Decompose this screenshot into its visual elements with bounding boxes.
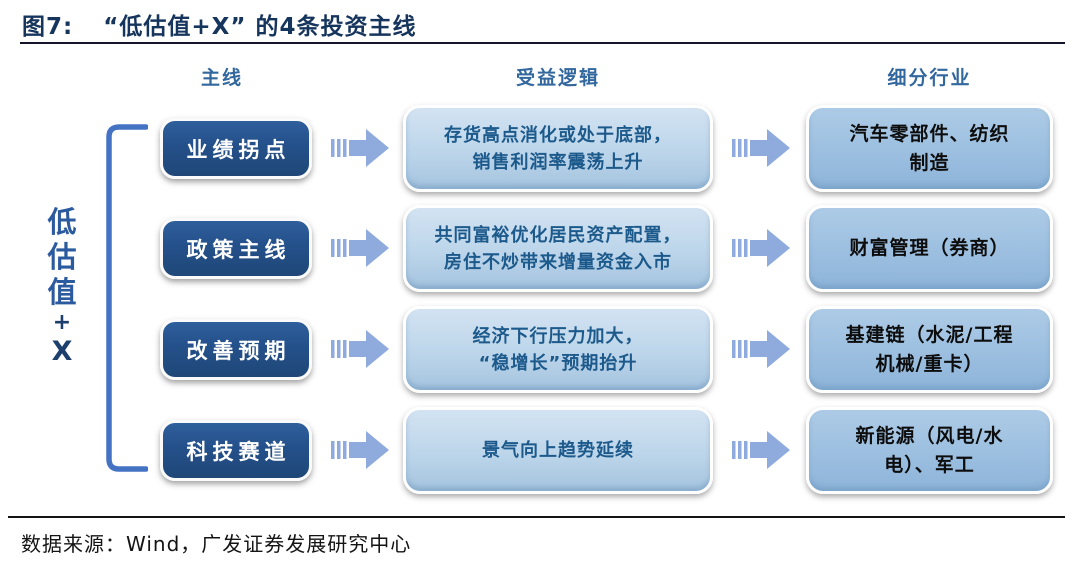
bracket-label: 低 估 值 + X (32, 205, 92, 367)
flow-arrow-icon (732, 431, 790, 469)
left-bracket-icon (106, 124, 148, 472)
footer-divider (8, 516, 1065, 518)
industry-box: 财富管理（券商） (806, 205, 1053, 292)
column-header-industry: 细分行业 (887, 67, 972, 89)
theme-box: 业绩拐点 (160, 118, 312, 179)
figure-header: 图7: “低估值+X” 的4条投资主线 (22, 7, 416, 41)
flow-arrow-icon (331, 431, 389, 469)
bracket-label-char: 值 (47, 275, 77, 309)
flow-arrow-icon (331, 330, 389, 368)
industry-box: 新能源（风电/水 电）、军工 (806, 407, 1053, 494)
logic-box: 经济下行压力加大， “稳增长”预期抬升 (403, 306, 713, 393)
theme-box: 科技赛道 (160, 420, 312, 481)
flow-arrow-icon (732, 229, 790, 267)
flow-arrow-icon (331, 129, 389, 167)
flow-arrow-icon (732, 330, 790, 368)
theme-box: 政策主线 (160, 218, 312, 279)
bracket-label-char: 估 (47, 240, 77, 274)
logic-box: 景气向上趋势延续 (403, 407, 713, 494)
flow-row: 科技赛道 景气向上趋势延续 新能源（风电/水 电）、军工 (0, 407, 1080, 494)
flow-arrow-icon (331, 229, 389, 267)
industry-box: 基建链（水泥/工程 机械/重卡） (806, 306, 1053, 393)
theme-box: 改善预期 (160, 319, 312, 380)
flow-arrow-icon (732, 129, 790, 167)
title-divider (20, 42, 1065, 44)
logic-box: 存货高点消化或处于底部， 销售利润率震荡上升 (403, 105, 713, 192)
bracket-label-x: X (51, 336, 73, 367)
figure-label: 图7: (22, 14, 74, 40)
column-header-theme: 主线 (200, 67, 243, 89)
flow-row: 改善预期 经济下行压力加大， “稳增长”预期抬升 基建链（水泥/工程 机械/重卡… (0, 306, 1080, 393)
logic-box: 共同富裕优化居民资产配置， 房住不炒带来增量资金入市 (403, 205, 713, 292)
column-header-logic: 受益逻辑 (515, 67, 600, 89)
bracket-label-plus: + (52, 310, 72, 335)
flow-row: 政策主线 共同富裕优化居民资产配置， 房住不炒带来增量资金入市 财富管理（券商） (0, 205, 1080, 292)
industry-box: 汽车零部件、纺织 制造 (806, 105, 1053, 192)
flow-row: 业绩拐点 存货高点消化或处于底部， 销售利润率震荡上升 汽车零部件、纺织 制造 (0, 105, 1080, 192)
bracket-label-char: 低 (47, 205, 77, 239)
data-source-note: 数据来源：Wind，广发证券发展研究中心 (21, 532, 412, 556)
figure-title: “低估值+X” 的4条投资主线 (103, 14, 417, 40)
